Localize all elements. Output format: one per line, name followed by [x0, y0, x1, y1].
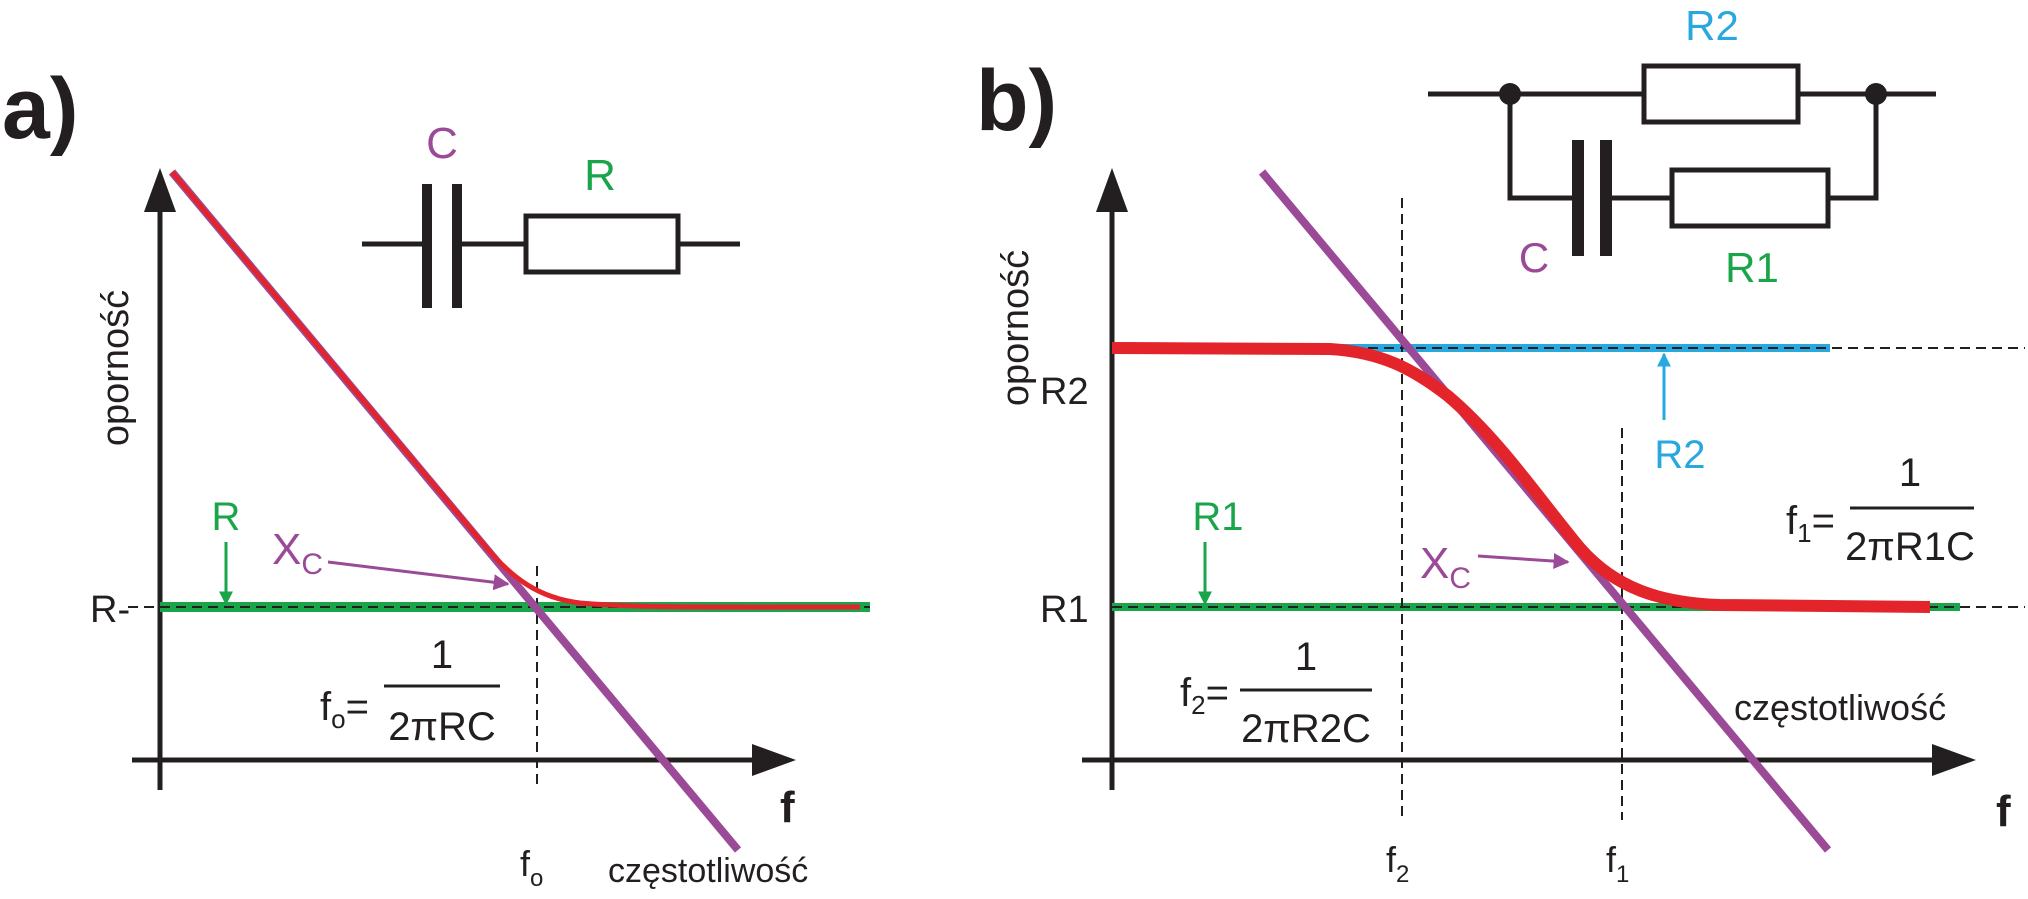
svg-text:1: 1	[1899, 451, 1921, 495]
panel-a-label: a)	[2, 61, 78, 157]
panel-a-y-tick-r: R-	[90, 589, 130, 631]
panel-a-xc-label: XC	[272, 525, 323, 581]
panel-b-r2-label: R2	[1654, 433, 1705, 477]
panel-b-x-axis-label: f	[1996, 787, 2011, 836]
panel-b-resistor-r2	[1641, 63, 1801, 125]
panel-b-label: b)	[976, 53, 1057, 149]
panel-a-x-axis-label: f	[780, 783, 795, 832]
panel-b-formula-f2: f2= 1 2πR2C	[1180, 635, 1372, 751]
panel-b-r1-label: R1	[1192, 495, 1243, 539]
svg-text:1: 1	[1295, 635, 1317, 679]
svg-text:2πR1C: 2πR1C	[1845, 525, 1975, 569]
panel-a-circuit: C R	[362, 119, 740, 308]
panel-a-y-axis-arrowhead	[144, 168, 176, 212]
panel-b-resistor-r1	[1669, 167, 1831, 229]
panel-a: a) oporność f częstotliwość R- R fo XC f…	[2, 61, 870, 892]
panel-a-y-axis-label: oporność	[95, 290, 137, 446]
panel-b-impedance-curve	[1111, 342, 1931, 613]
panel-a-x-axis-caption: częstotliwość	[608, 852, 808, 890]
panel-a-impedance-curve	[170, 170, 861, 610]
panel-b-x-axis-caption: częstotliwość	[1734, 687, 1946, 728]
panel-b-circuit-capacitor-label: C	[1519, 234, 1549, 281]
panel-a-resistor	[523, 213, 681, 275]
panel-b-circuit: R2 C R1	[1428, 2, 1936, 291]
panel-b-formula-f1: f1= 1 2πR1C	[1786, 451, 1975, 569]
panel-a-r-label: R	[212, 495, 241, 539]
panel-b-xc-arrow	[1477, 553, 1570, 570]
panel-a-formula: fo= 1 2πRC	[320, 633, 500, 749]
panel-b-xc-label: XC	[1420, 539, 1471, 595]
panel-b-circuit-r2-label: R2	[1685, 2, 1739, 49]
svg-text:fo=: fo=	[320, 685, 369, 734]
svg-text:f1=: f1=	[1786, 499, 1835, 548]
panel-b-y-axis-arrowhead	[1096, 168, 1128, 212]
panel-b-y-axis-label: oporność	[995, 250, 1037, 406]
svg-text:f2=: f2=	[1180, 671, 1229, 720]
panel-b-y-tick-r1: R1	[1040, 589, 1089, 631]
panel-b-x-tick-f2: f2	[1386, 839, 1409, 888]
panel-b-y-tick-r2: R2	[1040, 371, 1089, 413]
panel-b: b) oporność f częstotliwość R2 R2 R1 R1 …	[976, 2, 2025, 888]
panel-a-xc-arrow	[327, 560, 510, 591]
panel-b-circuit-r1-label: R1	[1725, 244, 1779, 291]
panel-b-x-tick-f1: f1	[1606, 839, 1629, 888]
panel-a-capacitor-label: C	[426, 119, 458, 168]
svg-text:1: 1	[431, 633, 453, 677]
panel-a-resistor-label: R	[584, 151, 616, 200]
svg-text:2πRC: 2πRC	[388, 705, 496, 749]
svg-text:2πR2C: 2πR2C	[1241, 707, 1371, 751]
panel-b-x-axis-arrowhead	[1932, 744, 1976, 776]
panel-a-x-tick-f0: fo	[520, 843, 543, 892]
panel-a-x-axis-arrowhead	[752, 744, 796, 776]
